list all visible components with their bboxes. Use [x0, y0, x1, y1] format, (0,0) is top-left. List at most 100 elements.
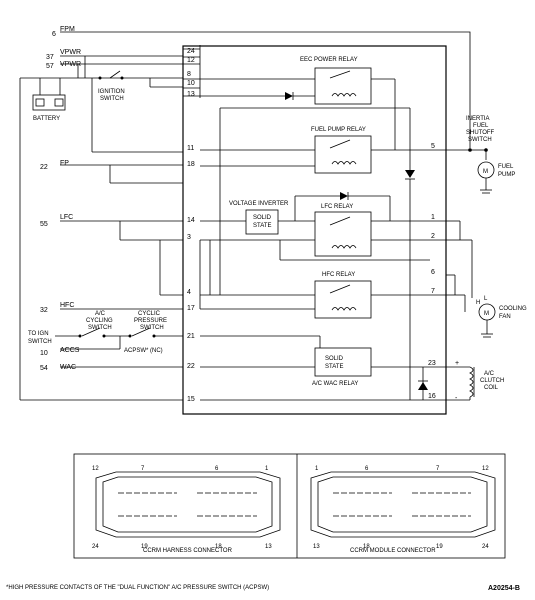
vpwr-37-label: VPWR [60, 49, 81, 56]
cooling-fan-label-2: FAN [499, 314, 511, 320]
inertia-label-3: SHUTOFF [466, 130, 495, 136]
cyclic-label-1: CYCLIC [138, 311, 161, 317]
fuel-pump-relay [314, 135, 372, 174]
module-connector: 1 6 7 12 13 18 19 24 [310, 466, 496, 550]
ac-clutch-label-3: COIL [484, 385, 499, 391]
fan-l-label: L [484, 296, 488, 302]
pin-2: 2 [431, 233, 435, 240]
cyclic-pressure-switch-contact [131, 327, 151, 337]
pin-4: 4 [187, 289, 191, 296]
cyclic-label-2: PRESSURE [134, 318, 167, 324]
battery [32, 94, 66, 111]
harness-connector: 12 7 6 1 24 19 18 13 [92, 466, 281, 550]
ac-cycling-label-2: CYCLING [86, 318, 113, 324]
harness-pin-12: 12 [92, 466, 99, 472]
wac-solid-label: SOLID [325, 356, 344, 362]
pin-1: 1 [431, 214, 435, 221]
ac-cycling-label-3: SWITCH [88, 325, 112, 331]
acpsw-label: ACPSW* (NC) [124, 348, 163, 354]
vpwr-37-number: 37 [46, 54, 54, 61]
eec-power-relay [314, 67, 372, 105]
ac-cycling-switch-contact [81, 327, 101, 337]
to-ign-label-1: TO IGN [28, 331, 49, 337]
lfc-wire-number: 55 [40, 221, 48, 228]
module-pin-13: 13 [313, 544, 320, 550]
fuel-pump-label-2: PUMP [498, 172, 515, 178]
cyclic-label-3: SWITCH [140, 325, 164, 331]
harness-pin-7: 7 [141, 466, 145, 472]
vpwr-57-number: 57 [46, 63, 54, 70]
pin-7: 7 [431, 288, 435, 295]
hfc-relay [314, 280, 372, 319]
module-right-pins: 5 1 2 6 7 23 16 [428, 143, 436, 400]
wac-state-label: STATE [325, 364, 343, 370]
battery-label: BATTERY [33, 116, 60, 122]
ac-cycling-label-1: A/C [95, 311, 106, 317]
ignition-switch-contact [109, 70, 121, 79]
pin-21: 21 [187, 333, 195, 340]
figure-id: A20254-B [488, 585, 520, 592]
module-pin-6: 6 [365, 466, 369, 472]
lfc-relay [314, 211, 372, 257]
module-pin-7: 7 [436, 466, 440, 472]
lfc-wire-label: LFC [60, 214, 73, 221]
pin-22: 22 [187, 363, 195, 370]
pin-8: 8 [187, 71, 191, 78]
eec-diode [285, 92, 293, 100]
pin-18: 18 [187, 161, 195, 168]
vpwr-57-label: VPWR [60, 61, 81, 68]
voltage-inverter-solid: SOLID [253, 215, 272, 221]
cooling-fan-motor-m: M [484, 311, 489, 317]
fp-wire-label: FP [60, 160, 69, 167]
inertia-label-2: FUEL [473, 123, 489, 129]
module-left-pins: 24 12 8 10 13 11 18 14 3 4 17 21 22 15 [187, 48, 195, 403]
fp-wire-number: 22 [40, 164, 48, 171]
footnote: *HIGH PRESSURE CONTACTS OF THE "DUAL FUN… [6, 585, 269, 591]
pin-5: 5 [431, 143, 435, 150]
voltage-inverter [245, 209, 279, 235]
pin-16: 16 [428, 393, 436, 400]
harness-pin-13: 13 [265, 544, 272, 550]
inertia-label-1: INERTIA [466, 116, 490, 122]
ignition-switch-label-2: SWITCH [100, 96, 124, 102]
pin-24: 24 [187, 48, 195, 55]
fan-h-label: H [476, 300, 480, 306]
fpm-wire-label: FPM [60, 26, 75, 33]
pin-3: 3 [187, 234, 191, 241]
voltage-inverter-label: VOLTAGE INVERTER [229, 201, 289, 207]
battery-positive-terminal [54, 98, 64, 107]
pin-6: 6 [431, 269, 435, 276]
clutch-plus: + [455, 360, 459, 367]
pin-17: 17 [187, 305, 195, 312]
ignition-switch-label-1: IGNITION [98, 89, 125, 95]
connector-panel [73, 453, 506, 559]
lfc-relay-label: LFC RELAY [321, 204, 353, 210]
to-ign-label-2: SWITCH [28, 339, 52, 345]
battery-negative-terminal [35, 98, 45, 107]
pin-13: 13 [187, 91, 195, 98]
pin-11: 11 [187, 145, 194, 152]
cooling-fan-label-1: COOLING [499, 306, 527, 312]
wac-wire-number: 54 [40, 365, 48, 372]
harness-pin-1: 1 [265, 466, 269, 472]
clutch-minus: - [455, 395, 458, 402]
hfc-wire-label: HFC [60, 302, 74, 309]
harness-connector-caption: CCRM HARNESS CONNECTOR [143, 548, 233, 554]
pin-14: 14 [187, 217, 195, 224]
module-pin-18: 18 [363, 544, 370, 550]
fuel-pump-label-1: FUEL [498, 164, 514, 170]
harness-pin-24: 24 [92, 544, 99, 550]
lfc-diode [340, 192, 348, 200]
module-pin-12: 12 [482, 466, 489, 472]
ac-clutch-label-1: A/C [484, 371, 495, 377]
inertia-label-4: SWITCH [468, 137, 492, 143]
module-pin-24: 24 [482, 544, 489, 550]
ccrm-module-box [182, 45, 447, 415]
harness-pin-19: 19 [141, 544, 148, 550]
module-pin-19: 19 [436, 544, 443, 550]
fuel-pump-relay-label: FUEL PUMP RELAY [311, 127, 366, 133]
pin-23: 23 [428, 360, 436, 367]
ac-wac-relay-label: A/C WAC RELAY [312, 381, 358, 387]
pin-15: 15 [187, 396, 195, 403]
